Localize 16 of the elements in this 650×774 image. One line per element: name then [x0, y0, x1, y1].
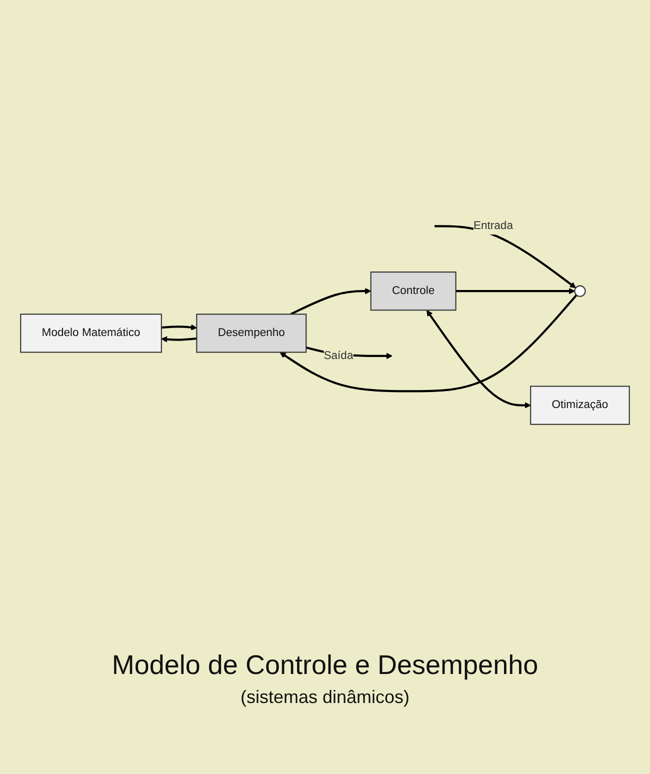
node-box: Desempenho: [196, 314, 307, 353]
edge-label: Entrada: [473, 220, 513, 232]
arrow: [280, 294, 578, 392]
edge-label: Saída: [324, 350, 354, 362]
arrow: [434, 225, 576, 288]
node-box: Modelo Matemático: [20, 314, 162, 353]
arrow: [426, 310, 531, 408]
node-box: Otimização: [530, 386, 630, 425]
diagram-title: Modelo de Controle e Desempenho: [112, 650, 538, 681]
arrow: [161, 336, 197, 342]
arrow: [456, 288, 575, 294]
arrow: [161, 324, 197, 330]
node-box: Controle: [370, 272, 456, 311]
diagram-caption: (sistemas dinâmicos): [240, 687, 410, 708]
arrow: [290, 288, 372, 316]
node-circle: [574, 285, 586, 297]
